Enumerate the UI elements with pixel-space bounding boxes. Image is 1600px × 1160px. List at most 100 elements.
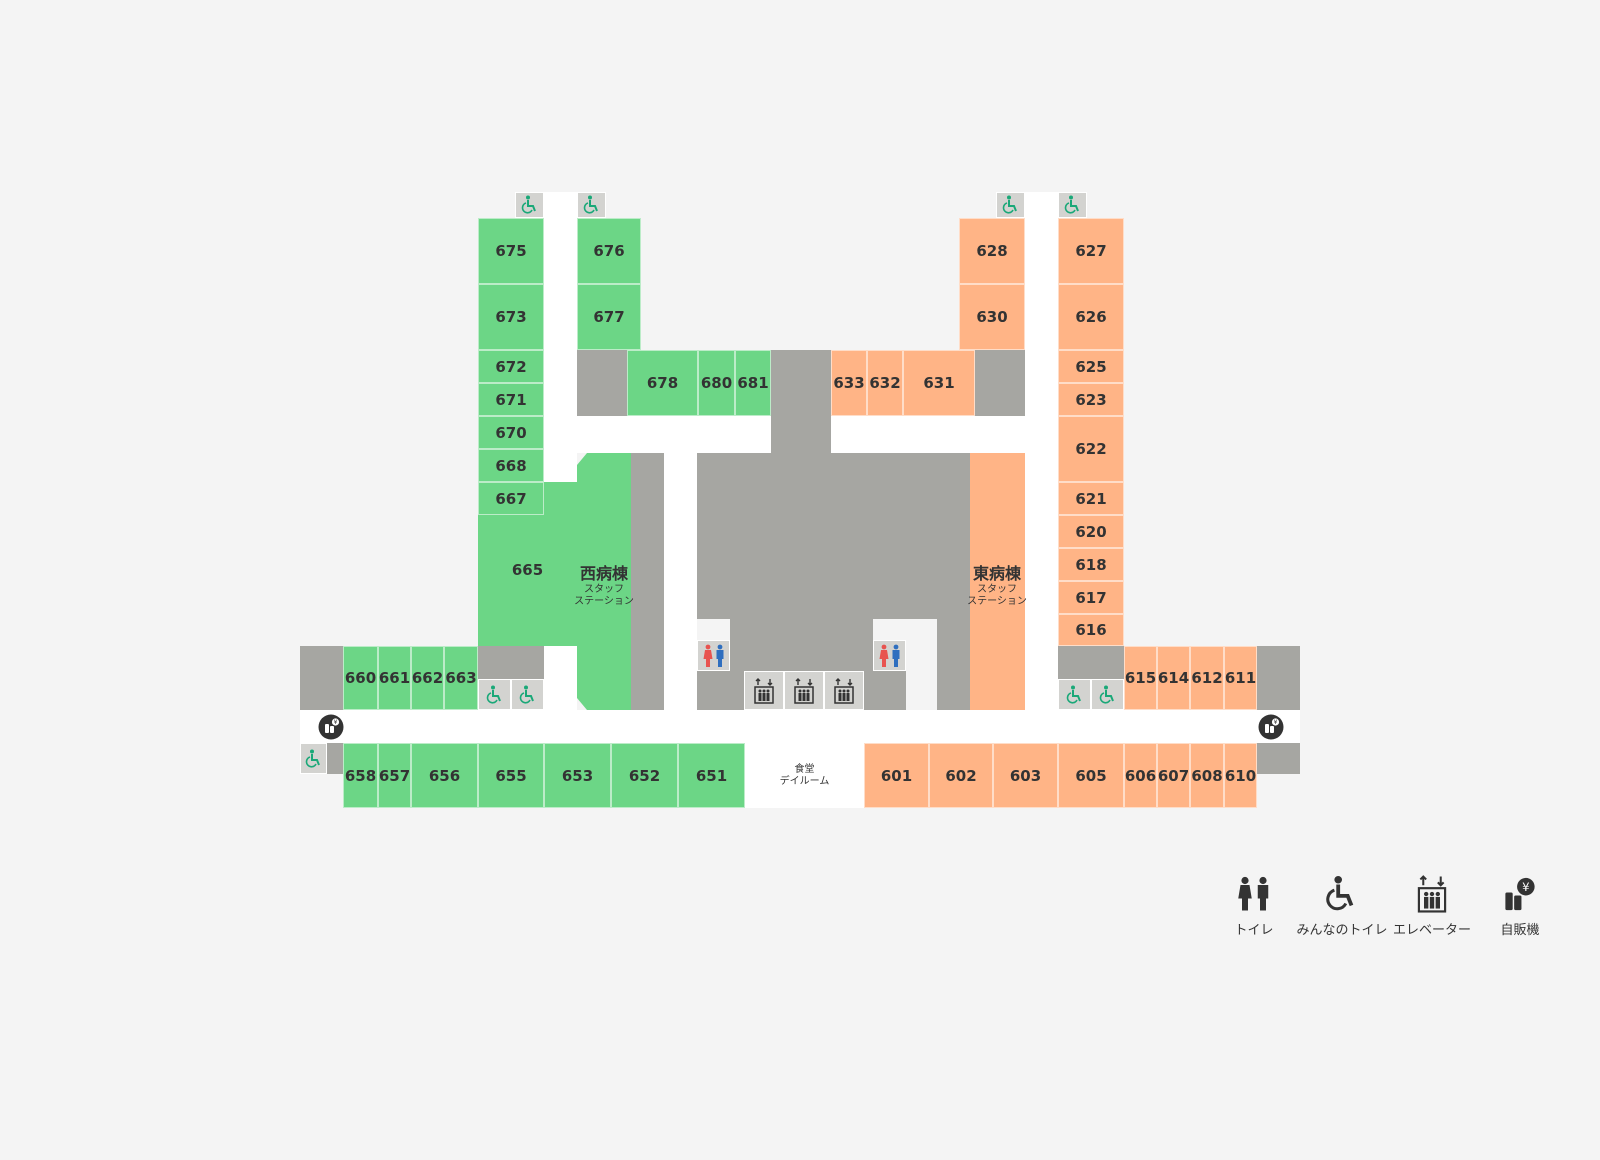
legend-accessible-toilet-label: みんなのトイレ bbox=[1296, 923, 1388, 938]
room-625[interactable]: 625 bbox=[1058, 350, 1124, 383]
wheelchair-icon[interactable] bbox=[511, 679, 544, 710]
east-station-back bbox=[937, 453, 970, 710]
vending-machine-icon[interactable]: ¥ bbox=[318, 714, 344, 740]
wheelchair-icon[interactable] bbox=[996, 192, 1025, 218]
room-601[interactable]: 601 bbox=[864, 743, 929, 808]
room-617[interactable]: 617 bbox=[1058, 581, 1124, 614]
room-602[interactable]: 602 bbox=[929, 743, 993, 808]
wheelchair-icon[interactable] bbox=[478, 679, 511, 710]
room-678[interactable]: 678 bbox=[627, 350, 698, 416]
room-627[interactable]: 627 bbox=[1058, 218, 1124, 284]
room-681[interactable]: 681 bbox=[735, 350, 771, 416]
east-staff-station-shape bbox=[970, 453, 1025, 710]
room-651[interactable]: 651 bbox=[678, 743, 745, 808]
room-628[interactable]: 628 bbox=[959, 218, 1025, 284]
dining-room[interactable] bbox=[745, 710, 864, 808]
stairs-east bbox=[1257, 646, 1300, 710]
legend-vending: ¥ 自販機 bbox=[1470, 875, 1570, 938]
stairs-west-lower bbox=[327, 743, 343, 774]
room-658[interactable]: 658 bbox=[343, 743, 378, 808]
room-623[interactable]: 623 bbox=[1058, 383, 1124, 416]
wheelchair-icon[interactable] bbox=[1091, 679, 1124, 710]
wheelchair-icon[interactable] bbox=[1058, 679, 1091, 710]
dining-line2: デイルーム bbox=[779, 776, 830, 787]
corridor-cross-west bbox=[577, 416, 771, 453]
room-633[interactable]: 633 bbox=[831, 350, 867, 416]
room-605[interactable]: 605 bbox=[1058, 743, 1124, 808]
room-677[interactable]: 677 bbox=[577, 284, 641, 350]
west-staff-station-shape bbox=[577, 453, 631, 710]
vending-machine-icon[interactable]: ¥ bbox=[1258, 714, 1284, 740]
room-662[interactable]: 662 bbox=[411, 646, 444, 710]
room-631[interactable]: 631 bbox=[903, 350, 975, 416]
wheelchair-icon[interactable] bbox=[577, 192, 606, 218]
room-673[interactable]: 673 bbox=[478, 284, 544, 350]
room-618[interactable]: 618 bbox=[1058, 548, 1124, 581]
east-staff-station[interactable]: 東病棟 スタッフ ステーション bbox=[967, 560, 1027, 608]
room-612[interactable]: 612 bbox=[1190, 646, 1224, 710]
room-622[interactable]: 622 bbox=[1058, 416, 1124, 482]
room-660[interactable]: 660 bbox=[343, 646, 378, 710]
room-670[interactable]: 670 bbox=[478, 416, 544, 449]
room-680[interactable]: 680 bbox=[698, 350, 735, 416]
wheelchair-icon bbox=[1326, 875, 1354, 911]
room-611[interactable]: 611 bbox=[1224, 646, 1257, 710]
room-657[interactable]: 657 bbox=[378, 743, 411, 808]
room-626[interactable]: 626 bbox=[1058, 284, 1124, 350]
room-661[interactable]: 661 bbox=[378, 646, 411, 710]
corridor-north-east bbox=[1025, 192, 1058, 710]
west-station-title: 西病棟 bbox=[579, 564, 628, 583]
room-675[interactable]: 675 bbox=[478, 218, 544, 284]
room-608[interactable]: 608 bbox=[1190, 743, 1224, 808]
room-668[interactable]: 668 bbox=[478, 449, 544, 482]
dining-line1: 食堂 bbox=[794, 764, 815, 775]
utility-east bbox=[1058, 646, 1124, 679]
east-station-title: 東病棟 bbox=[972, 564, 1021, 583]
room-676[interactable]: 676 bbox=[577, 218, 641, 284]
elevator-icon[interactable] bbox=[744, 671, 784, 710]
room-665-label: 665 bbox=[511, 561, 544, 579]
toilet-icon[interactable] bbox=[697, 640, 730, 671]
elevator-icon[interactable] bbox=[824, 671, 864, 710]
east-station-sub1: スタッフ bbox=[977, 584, 1017, 595]
room-607[interactable]: 607 bbox=[1157, 743, 1190, 808]
room-672[interactable]: 672 bbox=[478, 350, 544, 383]
svg-text:¥: ¥ bbox=[334, 719, 338, 726]
stairs-east-lower bbox=[1257, 743, 1300, 774]
room-616[interactable]: 616 bbox=[1058, 614, 1124, 646]
west-station-sub1: スタッフ bbox=[584, 584, 624, 595]
room-630[interactable]: 630 bbox=[959, 284, 1025, 350]
corridor-cross-east bbox=[831, 416, 1025, 453]
wheelchair-icon[interactable] bbox=[300, 743, 327, 774]
toilet-icon[interactable] bbox=[873, 640, 906, 671]
room-606[interactable]: 606 bbox=[1124, 743, 1157, 808]
room-667-overlay[interactable]: 667 bbox=[478, 482, 544, 515]
room-632[interactable]: 632 bbox=[867, 350, 903, 416]
room-620[interactable]: 620 bbox=[1058, 515, 1124, 548]
central-core bbox=[771, 350, 831, 455]
room-615[interactable]: 615 bbox=[1124, 646, 1157, 710]
room-655[interactable]: 655 bbox=[478, 743, 544, 808]
room-652[interactable]: 652 bbox=[611, 743, 678, 808]
room-614[interactable]: 614 bbox=[1157, 646, 1190, 710]
wheelchair-icon[interactable] bbox=[515, 192, 544, 218]
west-station-back bbox=[631, 453, 664, 710]
room-663[interactable]: 663 bbox=[444, 646, 478, 710]
svg-text:¥: ¥ bbox=[1522, 880, 1529, 894]
wheelchair-icon[interactable] bbox=[1058, 192, 1087, 218]
svg-text:¥: ¥ bbox=[1274, 719, 1278, 726]
room-671[interactable]: 671 bbox=[478, 383, 544, 416]
elevator-icon bbox=[1417, 875, 1447, 913]
west-staff-station[interactable]: 西病棟 スタッフ ステーション bbox=[574, 560, 634, 608]
room-656[interactable]: 656 bbox=[411, 743, 478, 808]
utility-west bbox=[478, 646, 544, 679]
room-610[interactable]: 610 bbox=[1224, 743, 1257, 808]
room-621[interactable]: 621 bbox=[1058, 482, 1124, 515]
room-653[interactable]: 653 bbox=[544, 743, 611, 808]
legend-toilet-label: トイレ bbox=[1234, 923, 1274, 938]
stairs-west bbox=[300, 646, 343, 710]
room-603[interactable]: 603 bbox=[993, 743, 1058, 808]
dining-label: 食堂 デイルーム bbox=[745, 764, 864, 788]
utility-north-west bbox=[577, 350, 627, 416]
elevator-icon[interactable] bbox=[784, 671, 824, 710]
